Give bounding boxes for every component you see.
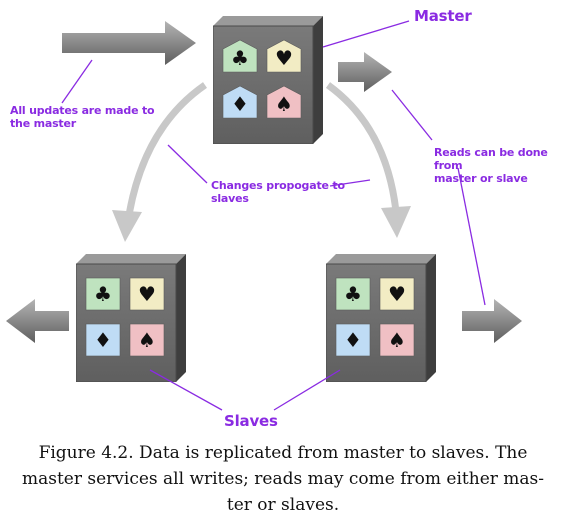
master-spade-icon: ♠ — [275, 92, 293, 116]
master-card-club — [222, 39, 258, 73]
read-arrow-left-slave — [6, 299, 69, 343]
propagation-arrows — [112, 82, 411, 242]
pointer-slaves-right — [273, 369, 341, 411]
caption-line-2: master services all writes; reads may co… — [21, 469, 545, 489]
slave-left-card-heart — [129, 277, 165, 311]
slave-server-left — [76, 254, 186, 382]
pointer-reads-slave — [457, 167, 486, 306]
write-arrow — [62, 21, 196, 65]
slave-right-card-heart — [379, 277, 415, 311]
all-updates-label: All updates are made to the master — [10, 104, 155, 130]
slave-left-card-club — [85, 277, 121, 311]
master-card-diamond — [222, 85, 258, 119]
pointer-changes-right — [329, 179, 371, 187]
master-card-spade — [266, 85, 302, 119]
pointer-slaves-left — [149, 369, 223, 411]
caption-line-3: ter or slaves. — [226, 495, 340, 515]
slave-right-heart-icon: ♥ — [388, 282, 406, 306]
propagation-arrow-right — [325, 82, 401, 223]
pointer-reads-master — [391, 89, 433, 141]
pointer-all-updates — [61, 59, 93, 104]
replication-diagram: ♣ ♥ ♦ ♠ ♣ ♥ ♦ ♠ ♣ ♥ ♦ ♠ — [6, 16, 522, 411]
propagation-arrow-left — [123, 82, 207, 229]
propagation-arrowhead-left — [112, 210, 142, 242]
slave-left-diamond-icon: ♦ — [94, 328, 112, 352]
slave-right-card-club — [335, 277, 371, 311]
pointer-master — [322, 20, 410, 48]
master-card-heart — [266, 39, 302, 73]
slave-left-spade-icon: ♠ — [138, 328, 156, 352]
changes-propagate-label: Changes propogate to slaves — [211, 179, 345, 205]
reads-label: Reads can be done from master or slave — [434, 146, 548, 185]
slave-right-club-icon: ♣ — [344, 282, 362, 306]
slaves-label: Slaves — [224, 412, 278, 430]
master-label: Master — [414, 7, 472, 25]
slave-left-card-diamond — [85, 323, 121, 357]
caption-line-1: Figure 4.2. Data is replicated from mast… — [38, 443, 528, 463]
pointer-changes-left — [167, 144, 208, 184]
read-arrow-right-slave — [462, 299, 522, 343]
slave-right-diamond-icon: ♦ — [344, 328, 362, 352]
figure-caption: Figure 4.2. Data is replicated from mast… — [0, 440, 566, 518]
master-server — [213, 16, 323, 144]
master-heart-icon: ♥ — [275, 46, 293, 70]
slave-right-spade-icon: ♠ — [388, 328, 406, 352]
propagation-arrowhead-right — [381, 206, 411, 238]
slave-left-card-spade — [129, 323, 165, 357]
slave-right-card-spade — [379, 323, 415, 357]
slave-left-heart-icon: ♥ — [138, 282, 156, 306]
card-groups: ♣ ♥ ♦ ♠ ♣ ♥ ♦ ♠ ♣ ♥ ♦ ♠ — [85, 39, 415, 357]
slave-left-club-icon: ♣ — [94, 282, 112, 306]
slave-server-right — [326, 254, 436, 382]
slave-right-card-diamond — [335, 323, 371, 357]
annotation-lines — [61, 20, 486, 411]
read-arrow-master — [338, 52, 392, 92]
master-diamond-icon: ♦ — [231, 92, 249, 116]
master-club-icon: ♣ — [231, 46, 249, 70]
